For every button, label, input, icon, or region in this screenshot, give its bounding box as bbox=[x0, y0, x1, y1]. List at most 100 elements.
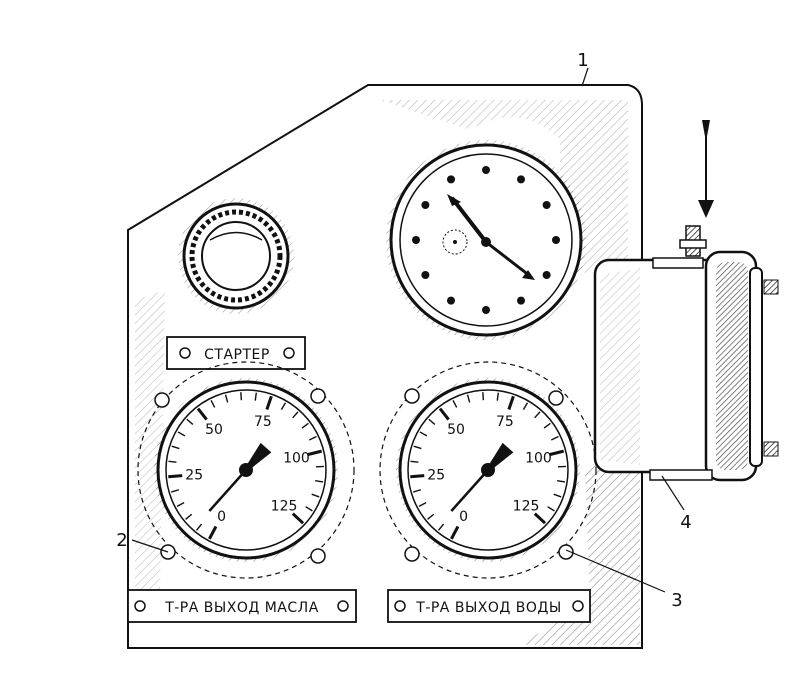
gauge-tick bbox=[170, 489, 180, 493]
water-gauge-needle bbox=[450, 442, 514, 512]
gauge-tick bbox=[427, 513, 435, 520]
needle-tail bbox=[450, 469, 489, 512]
gauge-scale-label: 0 bbox=[217, 509, 226, 525]
gauge-scale-label: 0 bbox=[459, 509, 468, 525]
gauge-scale-label: 125 bbox=[513, 498, 540, 514]
panel-hatching-right bbox=[520, 440, 640, 645]
clock-hour-marks bbox=[412, 166, 560, 314]
gauge-tick bbox=[507, 395, 515, 410]
gauge-tick bbox=[240, 392, 243, 401]
needle-hub bbox=[481, 463, 495, 477]
clock-hour-dot bbox=[552, 236, 560, 244]
callout-2-leader bbox=[131, 539, 169, 553]
oil-outlet-label: Т-РА ВЫХОД МАСЛА bbox=[164, 600, 319, 616]
clock-hour-dot bbox=[447, 296, 455, 305]
gauge-tick bbox=[413, 445, 422, 450]
callout-1-leader bbox=[581, 67, 589, 87]
clock-hour-dot bbox=[482, 306, 490, 314]
clock-hour-dot bbox=[517, 175, 525, 184]
gauge-tick bbox=[171, 445, 180, 450]
gauge-tick bbox=[224, 394, 229, 403]
clock-hour-dot bbox=[421, 201, 430, 209]
gauge-tick bbox=[533, 512, 547, 525]
clock-hour-dot bbox=[482, 166, 490, 174]
gauge-tick bbox=[308, 435, 317, 441]
clock-hour-dot bbox=[447, 175, 455, 184]
oil-outlet-plate: Т-РА ВЫХОД МАСЛА bbox=[127, 589, 357, 623]
gauge-tick bbox=[311, 493, 320, 498]
gauge-tick bbox=[315, 480, 324, 483]
gauge-tick bbox=[168, 474, 183, 479]
gauge-tick bbox=[466, 394, 471, 403]
gauge-tick bbox=[291, 512, 305, 525]
gauge-tick bbox=[496, 392, 500, 401]
screw-icon bbox=[310, 388, 326, 404]
gauge-scale-label: 25 bbox=[427, 468, 445, 484]
callout-2: 2 bbox=[116, 530, 127, 551]
gauge-tick bbox=[534, 411, 541, 419]
gauge-tick bbox=[553, 493, 562, 498]
gauge-tick bbox=[177, 431, 186, 437]
side-box-unit bbox=[593, 225, 779, 482]
gauge-tick bbox=[482, 392, 485, 401]
gauge-scale-label: 50 bbox=[205, 422, 223, 438]
callout-4: 4 bbox=[680, 512, 691, 533]
clock-gauge bbox=[386, 140, 586, 340]
screw-icon bbox=[404, 546, 420, 562]
needle-head bbox=[244, 442, 272, 472]
gauge-scale-label: 100 bbox=[525, 450, 552, 466]
gauge-scale-label: 125 bbox=[271, 498, 298, 514]
gauge-tick bbox=[557, 480, 566, 483]
gauge-scale-label: 75 bbox=[496, 414, 514, 430]
gauge-tick bbox=[410, 474, 425, 479]
water-gauge-scale-labels: 0 25 50 75 100 125 bbox=[427, 414, 552, 525]
gauge-tick bbox=[412, 489, 422, 493]
callout-3-leader bbox=[565, 549, 666, 593]
needle-tail bbox=[208, 469, 247, 512]
clock-hour-dot bbox=[542, 201, 551, 209]
clock-hour-dot bbox=[421, 271, 430, 279]
oil-gauge-ticks bbox=[168, 392, 324, 540]
callout-1: 1 bbox=[577, 50, 588, 71]
gauge-tick bbox=[280, 402, 287, 410]
screw-icon bbox=[548, 390, 564, 406]
gauge-tick bbox=[522, 402, 529, 410]
gauge-tick bbox=[419, 431, 428, 437]
starter-plate: СТАРТЕР bbox=[166, 336, 306, 370]
clock-hour-dot bbox=[412, 236, 420, 244]
needle-head bbox=[486, 442, 514, 472]
clock-hour-dot bbox=[517, 296, 525, 305]
gauge-scale-label: 50 bbox=[447, 422, 465, 438]
screw-icon bbox=[154, 392, 170, 408]
water-gauge-ticks bbox=[410, 392, 566, 540]
gauge-tick bbox=[410, 460, 419, 463]
needle-hub bbox=[239, 463, 253, 477]
clock-hour-hand bbox=[450, 196, 488, 244]
screw-icon bbox=[558, 544, 574, 560]
screw-icon bbox=[310, 548, 326, 564]
callout-3: 3 bbox=[671, 590, 682, 611]
gauge-tick bbox=[176, 502, 185, 507]
water-temperature-gauge: 0 25 50 75 100 125 bbox=[379, 361, 597, 579]
gauge-tick bbox=[438, 407, 450, 421]
gauge-tick bbox=[208, 525, 218, 540]
gauge-scale-label: 100 bbox=[283, 450, 310, 466]
gauge-tick bbox=[428, 418, 436, 425]
gauge-tick bbox=[305, 506, 313, 512]
gauge-tick bbox=[196, 407, 208, 421]
gauge-tick bbox=[547, 506, 555, 512]
oil-gauge-needle bbox=[208, 442, 272, 512]
gauge-scale-label: 25 bbox=[185, 468, 203, 484]
gauge-tick bbox=[452, 399, 458, 408]
gauge-tick bbox=[450, 525, 460, 540]
screw-icon bbox=[404, 388, 420, 404]
gauge-tick bbox=[292, 411, 299, 419]
clock-minute-hand bbox=[485, 240, 531, 278]
water-outlet-plate: Т-РА ВЫХОД ВОДЫ bbox=[387, 589, 591, 623]
gauge-tick bbox=[210, 399, 216, 408]
gauge-tick bbox=[301, 422, 309, 429]
starter-label: СТАРТЕР bbox=[204, 347, 270, 363]
